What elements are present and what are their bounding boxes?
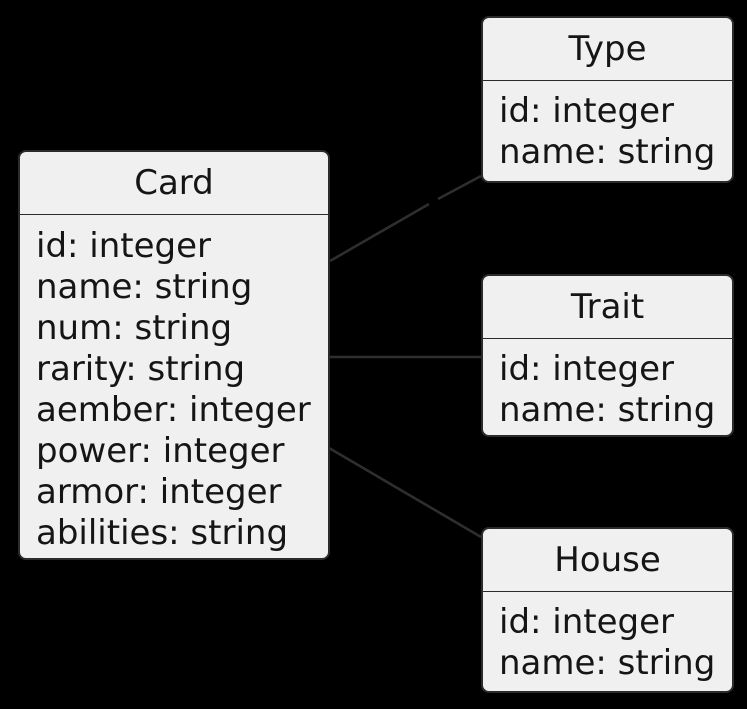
field-trait-id: id: integer: [499, 349, 675, 389]
entity-type-fields: id: integer name: string: [483, 81, 732, 173]
entity-card[interactable]: Card id: integer name: string num: strin…: [18, 150, 330, 560]
edge-card-type-segment-2: [437, 174, 482, 201]
field-type-name: name: string: [499, 132, 716, 172]
entity-card-fields: id: integer name: string num: string rar…: [20, 215, 328, 554]
field-card-aember: aember: integer: [36, 390, 311, 430]
field-house-name: name: string: [499, 643, 716, 683]
entity-type[interactable]: Type id: integer name: string: [481, 16, 734, 183]
entity-trait[interactable]: Trait id: integer name: string: [481, 274, 734, 437]
field-card-name: name: string: [36, 267, 253, 307]
entity-house-fields: id: integer name: string: [483, 592, 732, 684]
field-type-id: id: integer: [499, 91, 675, 131]
field-card-armor: armor: integer: [36, 472, 282, 512]
edge-card-house: [328, 446, 482, 539]
entity-trait-fields: id: integer name: string: [483, 339, 732, 431]
field-card-rarity: rarity: string: [36, 349, 246, 389]
field-trait-name: name: string: [499, 390, 716, 430]
entity-type-title: Type: [483, 18, 732, 81]
field-card-num: num: string: [36, 308, 233, 348]
field-house-id: id: integer: [499, 602, 675, 642]
field-card-id: id: integer: [36, 226, 212, 266]
entity-trait-title: Trait: [483, 276, 732, 339]
edge-card-type-segment-1: [329, 202, 430, 263]
entity-card-title: Card: [20, 152, 328, 215]
entity-house-title: House: [483, 529, 732, 592]
field-card-abilities: abilities: string: [36, 513, 289, 553]
field-card-power: power: integer: [36, 431, 285, 471]
entity-house[interactable]: House id: integer name: string: [481, 527, 734, 693]
